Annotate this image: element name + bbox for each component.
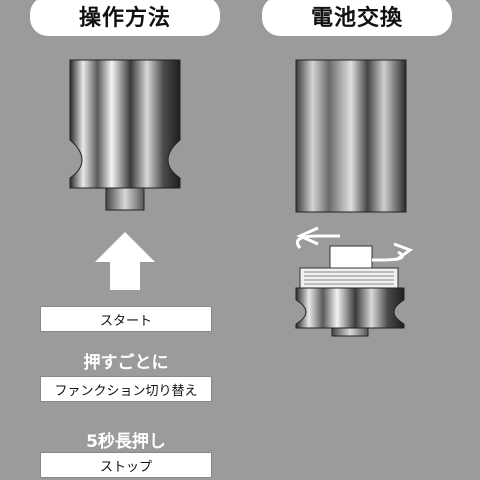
up-arrow-icon <box>95 232 155 290</box>
device-base-right <box>295 287 405 329</box>
push-button <box>105 187 145 211</box>
battery-icon <box>299 245 399 289</box>
press-caption: 押すごとに <box>83 353 169 373</box>
stop-label: ストップ <box>40 452 212 478</box>
battery-cover-cylinder <box>295 59 407 213</box>
rotate-arrows-icon <box>295 226 414 262</box>
start-label: スタート <box>40 306 212 332</box>
base-button <box>331 327 369 337</box>
header-operation: 操作方法 <box>30 0 220 36</box>
function-switch-label: ファンクション切り替え <box>40 376 212 402</box>
header-battery-change: 電池交換 <box>262 0 452 36</box>
long-press-caption: 5秒長押し <box>86 432 166 452</box>
device-body-left <box>69 59 181 189</box>
